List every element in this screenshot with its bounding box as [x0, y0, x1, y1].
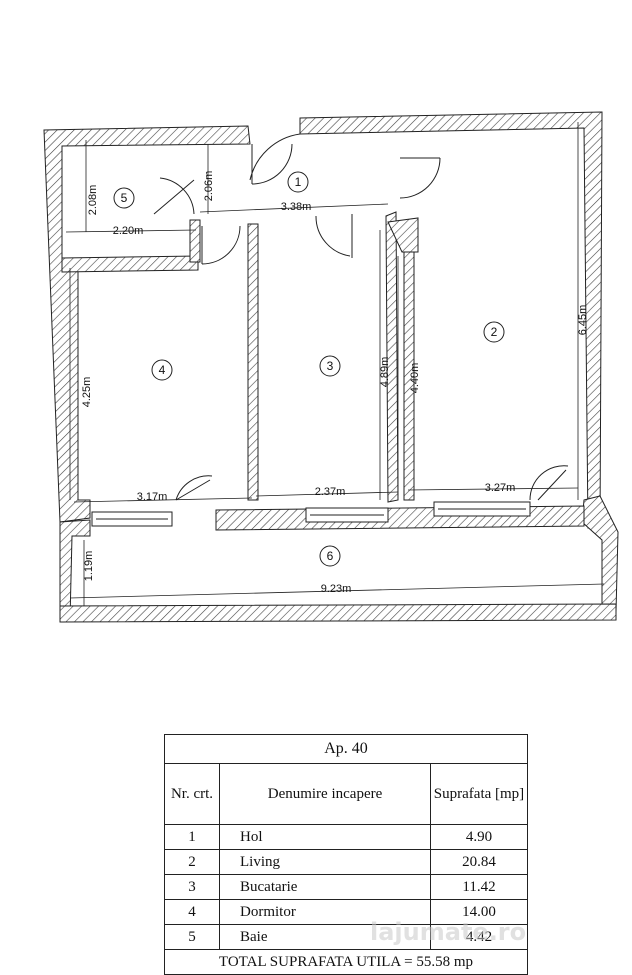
dim-4-25: 4.25m	[81, 377, 93, 408]
room-label-3: 3	[327, 359, 334, 373]
dim-4-40: 4.40m	[409, 363, 421, 394]
room-label-4: 4	[159, 363, 166, 377]
row-area: 11.42	[430, 874, 528, 900]
row-name: Living	[219, 849, 431, 875]
dimension-lines	[65, 122, 605, 606]
dim-9-23: 9.23m	[321, 583, 352, 595]
walls	[43, 111, 619, 623]
dim-2-08: 2.08m	[87, 185, 99, 216]
header-area: Suprafata [mp]	[430, 763, 528, 825]
dim-1-19: 1.19m	[83, 551, 95, 582]
row-nr: 4	[164, 899, 220, 925]
room-label-1: 1	[295, 175, 302, 189]
table-title: Ap. 40	[164, 734, 528, 764]
dim-3-17: 3.17m	[137, 491, 168, 503]
table-row: 1 Hol 4.90	[164, 824, 528, 850]
room-label-6: 6	[327, 549, 334, 563]
row-name: Hol	[219, 824, 431, 850]
dim-6-45: 6.45m	[577, 305, 589, 336]
row-area: 4.90	[430, 824, 528, 850]
row-name: Bucatarie	[219, 874, 431, 900]
table-row: 2 Living 20.84	[164, 849, 528, 875]
room-label-5: 5	[121, 191, 128, 205]
dimension-labels: 2.08m 2.20m 2.06m 3.38m 6.45m 4.25m 4.89…	[81, 171, 589, 595]
row-nr: 5	[164, 924, 220, 950]
windows	[91, 501, 531, 527]
row-nr: 1	[164, 824, 220, 850]
row-nr: 3	[164, 874, 220, 900]
dim-3-27: 3.27m	[485, 482, 516, 494]
table-row: 3 Bucatarie 11.42	[164, 874, 528, 900]
watermark: lajumate.ro	[370, 918, 527, 946]
dim-2-06: 2.06m	[203, 171, 215, 202]
table-total: TOTAL SUPRAFATA UTILA = 55.58 mp	[164, 949, 528, 975]
table-row: 4 Dormitor 14.00	[164, 899, 528, 925]
room-markers	[113, 171, 505, 567]
room-labels: 1 2 3 4 5 6	[121, 175, 498, 563]
doors	[153, 133, 569, 501]
row-area: 20.84	[430, 849, 528, 875]
dim-2-37: 2.37m	[315, 486, 346, 498]
header-nr: Nr. crt.	[164, 763, 220, 825]
header-name: Denumire incapere	[219, 763, 431, 825]
row-nr: 2	[164, 849, 220, 875]
dim-4-89: 4.89m	[379, 357, 391, 388]
floor-plan: 2.08m 2.20m 2.06m 3.38m 6.45m 4.25m 4.89…	[43, 111, 619, 623]
room-label-2: 2	[491, 325, 498, 339]
row-area: 14.00	[430, 899, 528, 925]
dim-2-20: 2.20m	[113, 225, 144, 237]
dim-3-38: 3.38m	[281, 201, 312, 213]
area-table: Ap. 40 Nr. crt. Denumire incapere Supraf…	[164, 734, 528, 975]
